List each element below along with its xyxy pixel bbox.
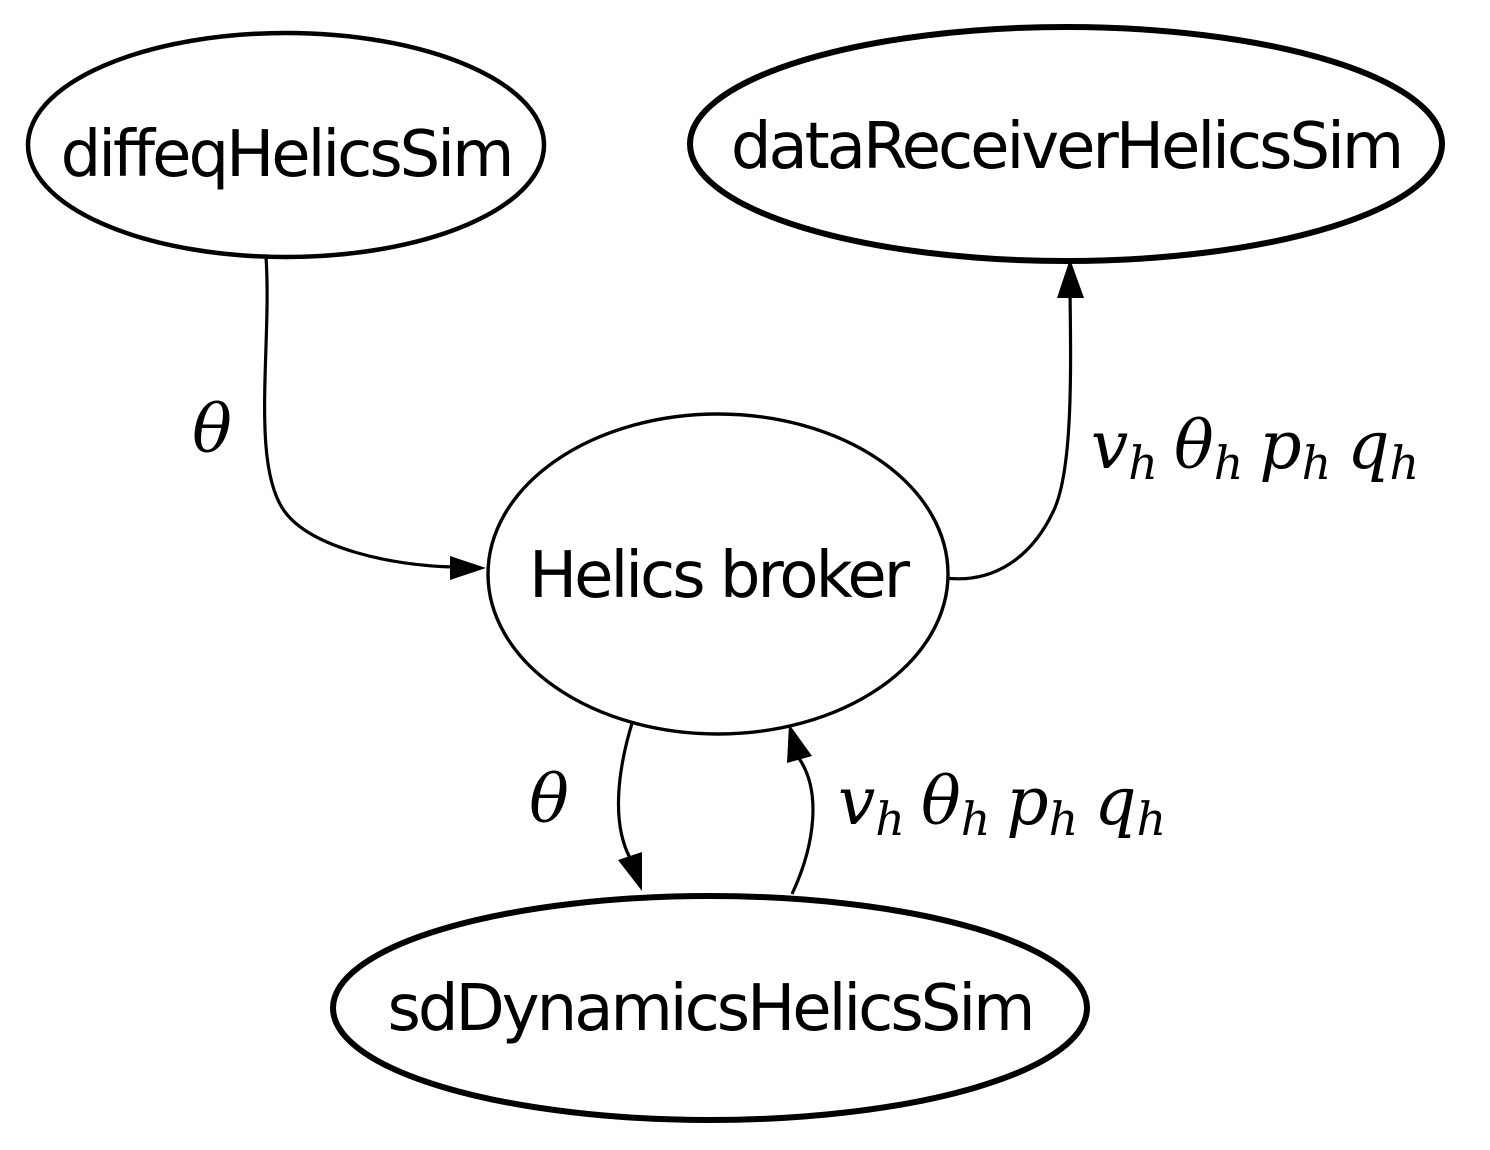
edge-diffeq-to-broker-path bbox=[262, 256, 456, 569]
node-data-receiver-helics-sim: dataReceiverHelicsSim bbox=[687, 24, 1445, 264]
node-diffeq-ellipse bbox=[25, 30, 547, 260]
arrowhead-into-sd-dynamics-top bbox=[618, 852, 642, 891]
arrowhead-into-broker-bottom bbox=[787, 724, 812, 763]
edge-label-theta-top-left: θ bbox=[192, 391, 232, 468]
edge-sd-dynamics-to-broker bbox=[787, 724, 815, 895]
arrowhead-into-broker-left bbox=[450, 556, 486, 580]
edge-sd-dynamics-to-broker-path bbox=[790, 756, 815, 895]
node-sd-dynamics-ellipse bbox=[330, 893, 1090, 1123]
node-sd-dynamics-helics-sim: sdDynamicsHelicsSim bbox=[330, 893, 1090, 1123]
edge-broker-to-data-receiver-path bbox=[944, 289, 1073, 581]
node-data-receiver-ellipse bbox=[687, 24, 1445, 264]
node-diffeq-label: diffeqHelicsSim bbox=[61, 118, 512, 192]
edge-diffeq-to-broker bbox=[262, 256, 486, 580]
arrowhead-into-data-receiver-bottom bbox=[1057, 259, 1084, 298]
node-broker-label: Helics broker bbox=[529, 539, 911, 613]
node-broker-ellipse bbox=[486, 412, 950, 736]
edge-broker-to-sd-dynamics-path bbox=[616, 719, 635, 859]
node-data-receiver-label: dataReceiverHelicsSim bbox=[731, 110, 1401, 184]
node-helics-broker: Helics broker bbox=[486, 412, 950, 736]
edge-label-theta-bottom-left: θ bbox=[529, 761, 569, 838]
edge-broker-to-sd-dynamics bbox=[616, 719, 642, 891]
edge-broker-to-data-receiver bbox=[944, 259, 1084, 581]
node-diffeq-helics-sim: diffeqHelicsSim bbox=[25, 30, 547, 260]
node-sd-dynamics-label: sdDynamicsHelicsSim bbox=[388, 972, 1033, 1046]
